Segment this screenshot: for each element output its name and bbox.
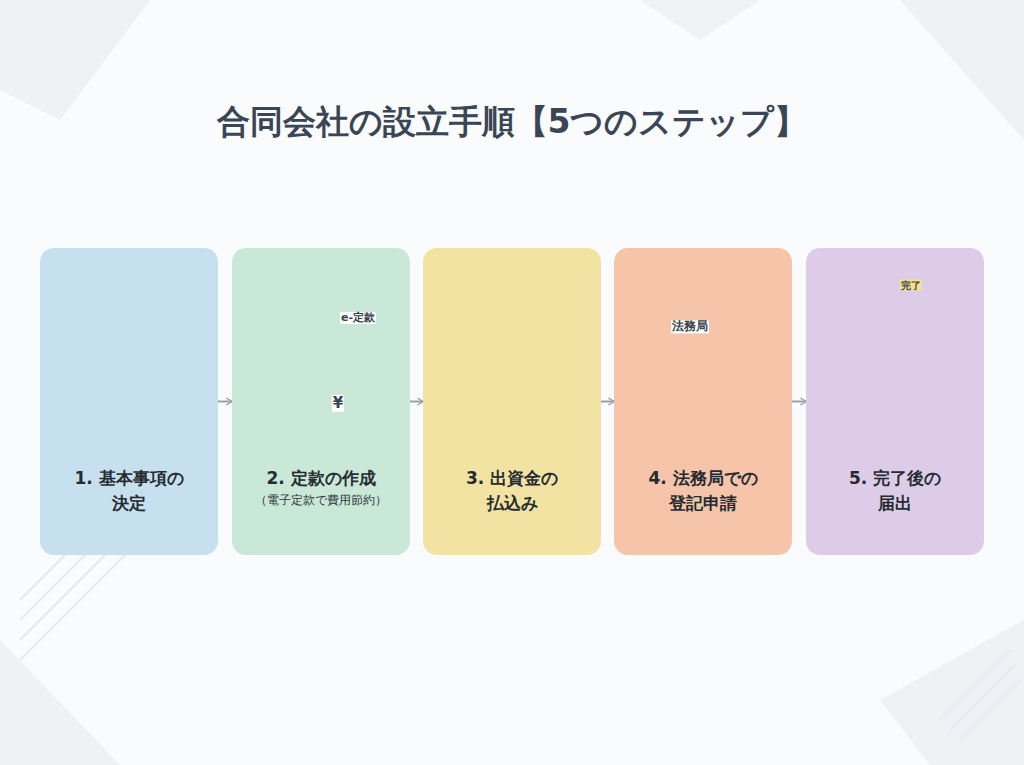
step-box: 2. 定款の作成 （電子定款で費用節約） — [232, 248, 410, 555]
icon-label: 完了 — [900, 280, 922, 291]
bg-shape — [640, 0, 760, 40]
step-label: 2. 定款の作成 — [258, 466, 384, 491]
step-label: 5. 完了後の 届出 — [832, 466, 958, 515]
step-box: 5. 完了後の 届出 — [806, 248, 984, 555]
step-label: 4. 法務局での 登記申請 — [640, 466, 766, 515]
step-arrow — [601, 401, 614, 403]
step-arrow — [218, 401, 232, 403]
icon-label: 法務局 — [671, 320, 709, 333]
step-label: 3. 出資金の 払込み — [449, 466, 575, 515]
diagram-title: 合同会社の設立手順【5つのステップ】 — [0, 100, 1024, 145]
step-label: 1. 基本事項の 決定 — [66, 466, 192, 515]
step-box: 1. 基本事項の 決定 — [40, 248, 218, 555]
step-box: 3. 出資金の 払込み — [423, 248, 601, 555]
bg-shape — [0, 640, 120, 765]
icon-label: e-定款 — [340, 312, 376, 324]
bg-shape — [880, 620, 1024, 765]
step-box: 4. 法務局での 登記申請 — [614, 248, 792, 555]
step-arrow — [792, 401, 806, 403]
bg-shape — [0, 0, 150, 120]
step-note: （電子定款で費用節約） — [255, 493, 387, 508]
step-arrow — [410, 401, 423, 403]
icon-label: ¥ — [332, 395, 344, 412]
bg-shape — [900, 0, 1024, 140]
